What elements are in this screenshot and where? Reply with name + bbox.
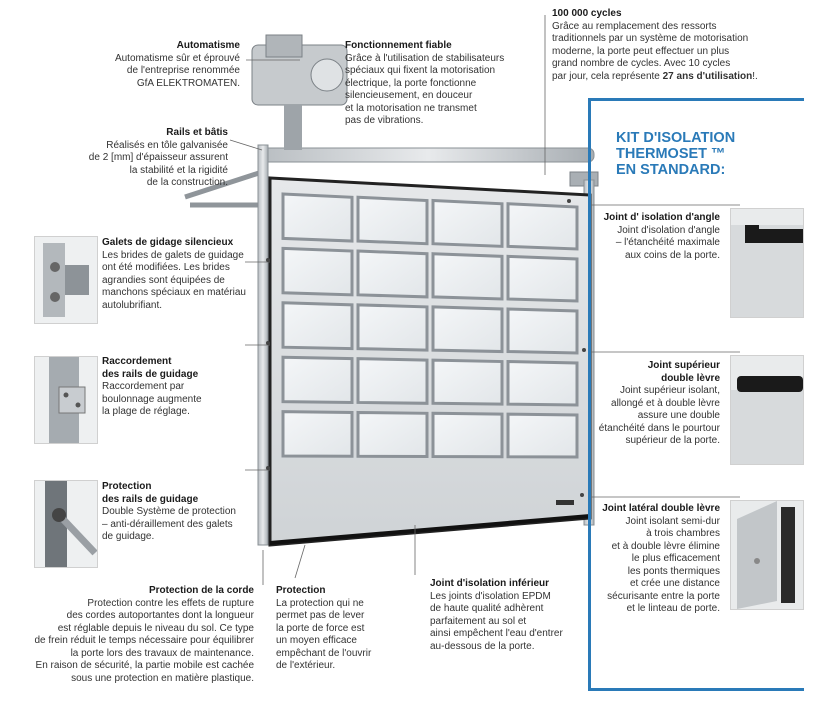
window-pane [356,195,429,246]
callout-body: Les joints d'isolation EPDM de haute qua… [430,590,563,652]
window-pane [356,357,429,405]
kit-item-title: Joint d' isolation d'angle [603,212,720,223]
window-pane [506,307,579,355]
callout-fonctionnement: Fonctionnement fiable Grâce à l'utilisat… [345,40,535,128]
side-bracket [184,169,263,208]
window-pane [431,411,504,459]
callout-title: Protection des rails de guidage [102,481,199,505]
kit-title: KIT D'ISOLATION THERMOSET ™ EN STANDARD: [616,130,736,178]
leader-dot [266,258,270,262]
window-pane [506,412,579,459]
kit-item-angle: Joint d' isolation d'angle Joint d'isola… [598,212,720,262]
callout-body: Automatisme sûr et éprouvé de l'entrepri… [114,52,240,89]
callout-body-text: Grâce au remplacement des ressorts tradi… [552,20,749,82]
callout-body-end: !. [752,70,758,82]
callout-body: Les brides de galets de guidage ont été … [102,249,246,311]
kit-item-lateral: Joint latéral double lèvre Joint isolant… [598,503,720,616]
callout-raccordement: Raccordement des rails de guidage Raccor… [102,356,242,419]
window-grid [281,192,579,459]
thumb-protection-rails [34,480,98,568]
kit-item-body: Joint supérieur isolant, allongé et à do… [598,385,720,446]
callout-body: Protection contre les effets de rupture … [34,597,254,684]
callout-cycles: 100 000 cycles Grâce au remplacement des… [552,8,802,83]
callout-title: Protection de la corde [148,585,254,596]
callout-title: Automatisme [176,40,240,51]
leader-dot [567,199,571,203]
kit-item-superieur: Joint supérieur double lèvre Joint supér… [598,360,720,448]
kit-item-title: Joint supérieur double lèvre [647,360,720,384]
callout-body-strong: 27 ans d'utilisation [662,70,753,82]
motor-unit [251,34,348,150]
window-pane [431,305,504,354]
callout-title: Raccordement des rails de guidage [102,356,199,380]
window-pane [281,410,354,458]
window-pane [281,246,354,297]
thumb-joint-angle [730,208,804,318]
callout-body: La protection qui ne permet pas de lever… [276,597,372,672]
callout-title: 100 000 cycles [552,8,622,19]
thumb-joint-superieur [730,355,804,465]
window-pane [281,192,354,243]
window-pane [281,301,354,351]
callout-title: Protection [276,585,326,596]
callout-title: Joint d'isolation inférieur [430,578,550,589]
leader-dot [266,466,270,470]
callout-galets: Galets de gidage silencieux Les brides d… [102,237,252,312]
window-pane [281,355,354,404]
kit-item-body: Joint isolant semi-dur à trois chambres … [607,515,720,615]
window-pane [506,360,579,407]
window-pane [506,202,579,251]
kit-item-title: Joint latéral double lèvre [602,503,720,514]
leader-dot [266,341,270,345]
kit-frame-bottom [588,688,804,691]
callout-protection-corde: Protection de la corde Protection contre… [18,585,254,685]
window-pane [431,358,504,406]
kit-frame-left [588,98,591,688]
thumb-raccordement [34,356,98,444]
leader-dot [582,348,586,352]
callout-body: Réalisés en tôle galvanisée de 2 [mm] d'… [88,139,228,189]
callout-body: Grâce au remplacement des ressorts tradi… [552,21,802,84]
window-pane [431,198,504,248]
window-pane [356,410,429,459]
thumb-joint-lateral [730,500,804,610]
bottom-seal [269,514,591,545]
window-pane [356,303,429,352]
callout-joint-inferieur: Joint d'isolation inférieur Les joints d… [430,578,580,653]
callout-protection-rails: Protection des rails de guidage Double S… [102,481,252,544]
callout-title: Galets de gidage silencieux [102,237,234,248]
callout-rails: Rails et bâtis Réalisés en tôle galvanis… [70,127,228,190]
thumb-galets [34,236,98,324]
callout-title: Fonctionnement fiable [345,40,452,51]
callout-protection: Protection La protection qui ne permet p… [276,585,396,673]
callout-automatisme: Automatisme Automatisme sûr et éprouvé d… [90,40,240,90]
leader-lines [229,15,740,585]
window-pane [431,252,504,301]
kit-item-body: Joint d'isolation d'angle – l'étanchéité… [615,224,720,261]
window-pane [506,254,579,303]
callout-body: Raccordement par boulonnage augmente la … [102,381,202,417]
window-pane [356,249,429,299]
callout-title: Rails et bâtis [166,127,228,138]
kit-frame-top [588,98,804,101]
leader-dot [580,493,584,497]
callout-body: Grâce à l'utilisation de stabilisateurs … [345,52,505,127]
callout-body: Double Système de protection – anti-déra… [102,506,236,542]
door-badge [556,500,574,505]
